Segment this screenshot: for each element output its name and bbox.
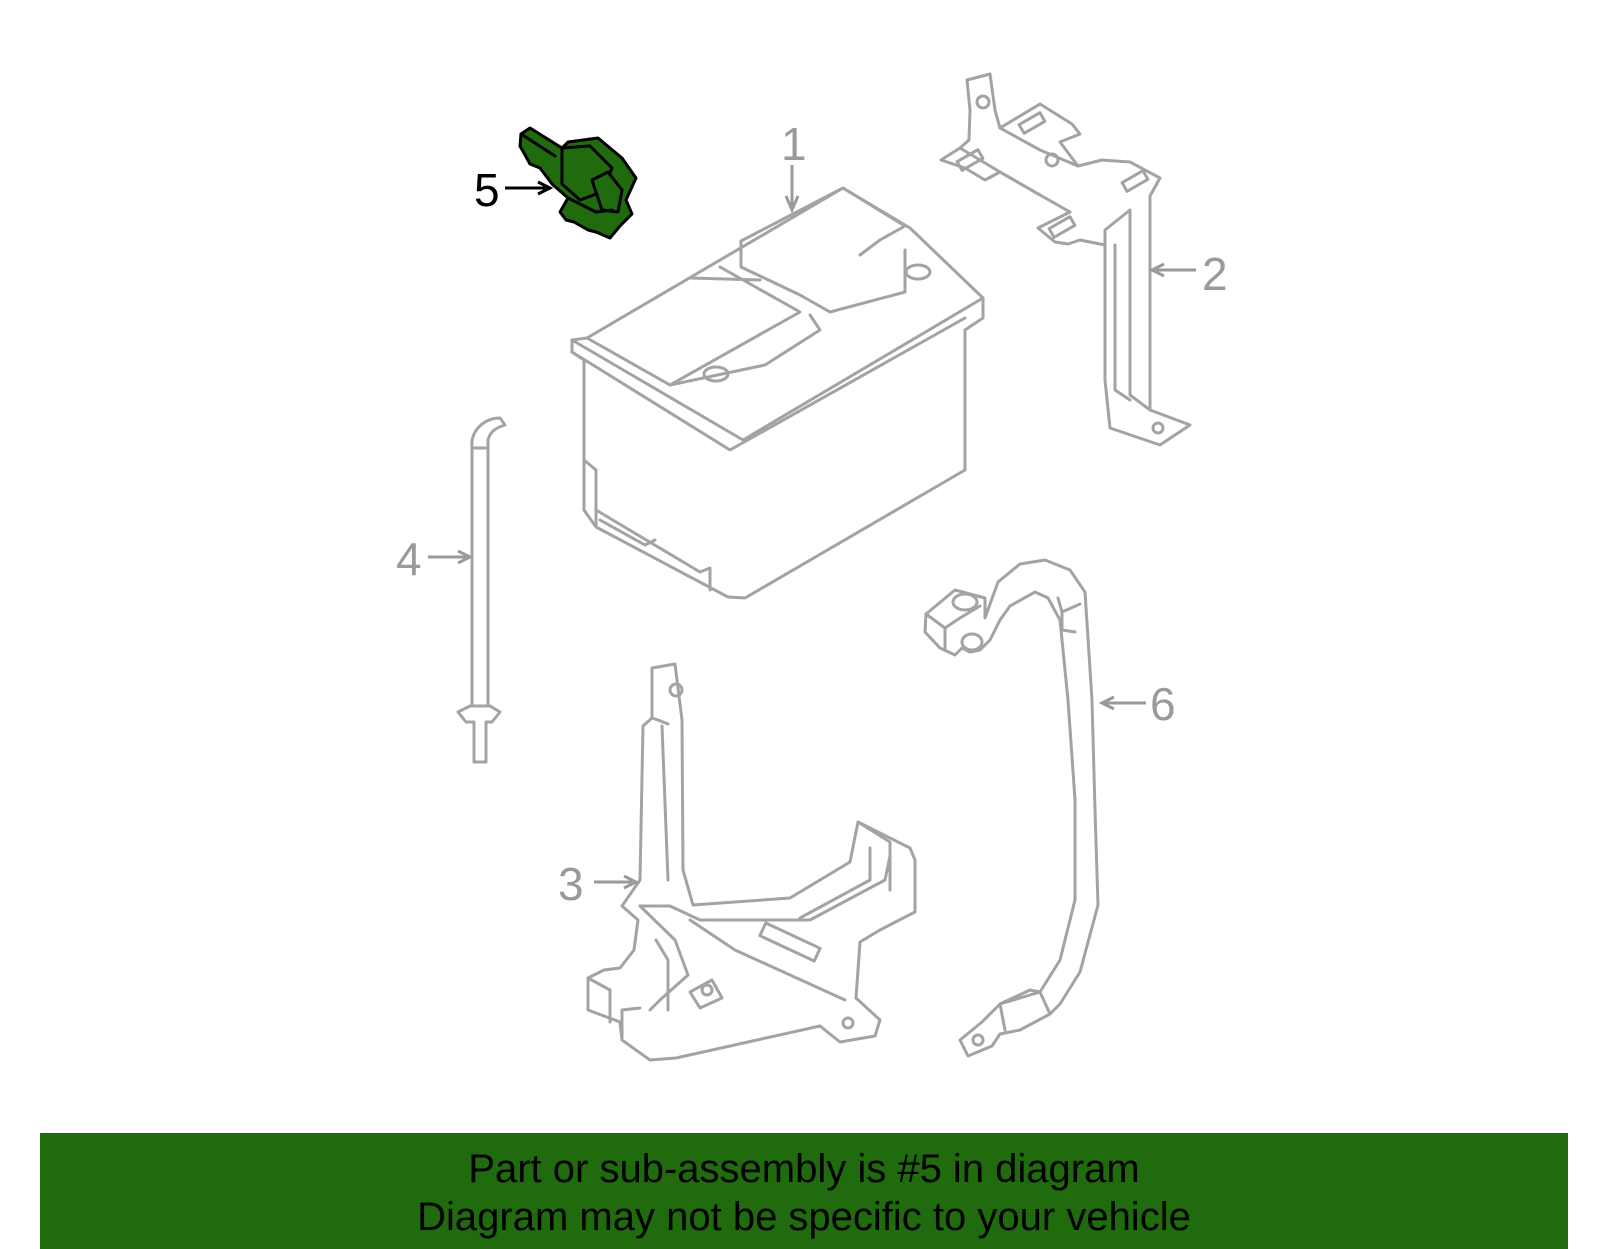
svg-text:4: 4 (396, 533, 422, 585)
battery-cable-part-6[interactable] (923, 558, 1100, 1058)
battery-part-1[interactable] (570, 186, 985, 600)
callout-5: 5 (474, 164, 554, 216)
connector-part-5[interactable] (518, 126, 638, 240)
banner-line-part-number: Part or sub-assembly is #5 in diagram (468, 1147, 1140, 1191)
callout-4: 4 (396, 533, 474, 585)
info-banner: Part or sub-assembly is #5 in diagram Di… (40, 1133, 1568, 1249)
callout-6: 6 (1098, 678, 1176, 730)
banner-line-disclaimer: Diagram may not be specific to your vehi… (417, 1195, 1191, 1239)
battery-tray-part-3[interactable] (586, 662, 917, 1062)
callout-3: 3 (558, 858, 640, 910)
parts-diagram: 1 2 3 4 5 6 (396, 72, 1228, 1062)
callout-1: 1 (781, 118, 807, 214)
svg-text:2: 2 (1202, 248, 1228, 300)
svg-text:5: 5 (474, 164, 500, 216)
rod-part-4[interactable] (456, 416, 507, 764)
svg-text:3: 3 (558, 858, 584, 910)
svg-text:1: 1 (781, 118, 807, 170)
svg-text:6: 6 (1150, 678, 1176, 730)
callout-2: 2 (1148, 248, 1228, 300)
hold-down-bracket-part-2[interactable] (939, 72, 1192, 447)
